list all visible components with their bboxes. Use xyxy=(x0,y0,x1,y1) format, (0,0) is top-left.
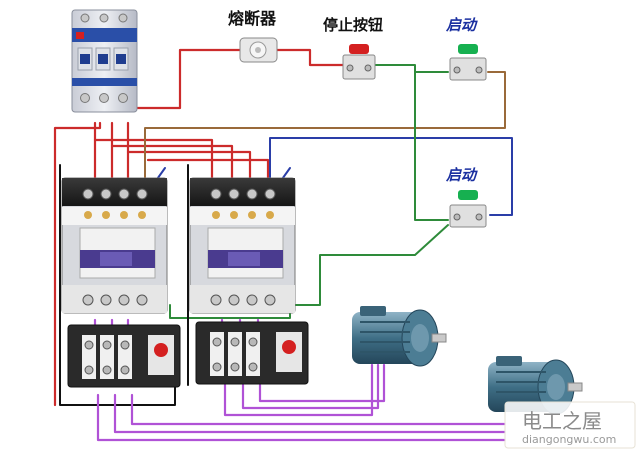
start-button-top-label: 启动 xyxy=(445,16,478,34)
watermark-url: diangongwu.com xyxy=(522,433,616,446)
motor-2 xyxy=(488,356,583,415)
wire-red-l2b xyxy=(110,144,234,184)
fuse-label: 熔断器 xyxy=(228,9,277,28)
watermark-title: 电工之屋 xyxy=(522,409,602,433)
thermal-relay-left xyxy=(67,324,181,388)
wire-red-fuse xyxy=(53,121,102,407)
thermal-relay-right xyxy=(195,321,309,385)
wire-purple-5 xyxy=(241,363,380,410)
wire-purple-6 xyxy=(258,363,386,403)
fuse xyxy=(239,37,278,63)
contactor-left xyxy=(61,177,168,314)
start-button-mid xyxy=(449,190,487,228)
motor-1 xyxy=(352,306,447,367)
wire-red-l3b xyxy=(126,150,252,184)
wire-purple-1 xyxy=(96,393,507,442)
start-button-mid-label: 启动 xyxy=(445,166,478,184)
wire-green-3 xyxy=(289,224,449,306)
wires xyxy=(53,48,513,442)
wire-red-l1b xyxy=(93,138,214,182)
stop-button-label: 停止按钮 xyxy=(323,16,383,34)
wire-red-aux xyxy=(146,158,270,184)
wire-purple-4 xyxy=(223,363,374,417)
watermark: 电工之屋 diangongwu.com xyxy=(504,401,636,449)
contactor-right xyxy=(189,177,296,314)
circuit-breaker xyxy=(71,9,138,113)
wire-red-fuse-stop xyxy=(275,48,345,67)
wire-blue-1 xyxy=(269,137,513,216)
wire-brown xyxy=(144,71,506,183)
wire-purple-2 xyxy=(113,393,507,434)
wire-red-to-fuse xyxy=(116,48,242,110)
wire-green-1 xyxy=(373,64,449,221)
wire-black-left xyxy=(59,164,176,406)
stop-button xyxy=(342,44,376,80)
start-button-top xyxy=(449,44,487,81)
wire-purple-3 xyxy=(130,393,507,426)
